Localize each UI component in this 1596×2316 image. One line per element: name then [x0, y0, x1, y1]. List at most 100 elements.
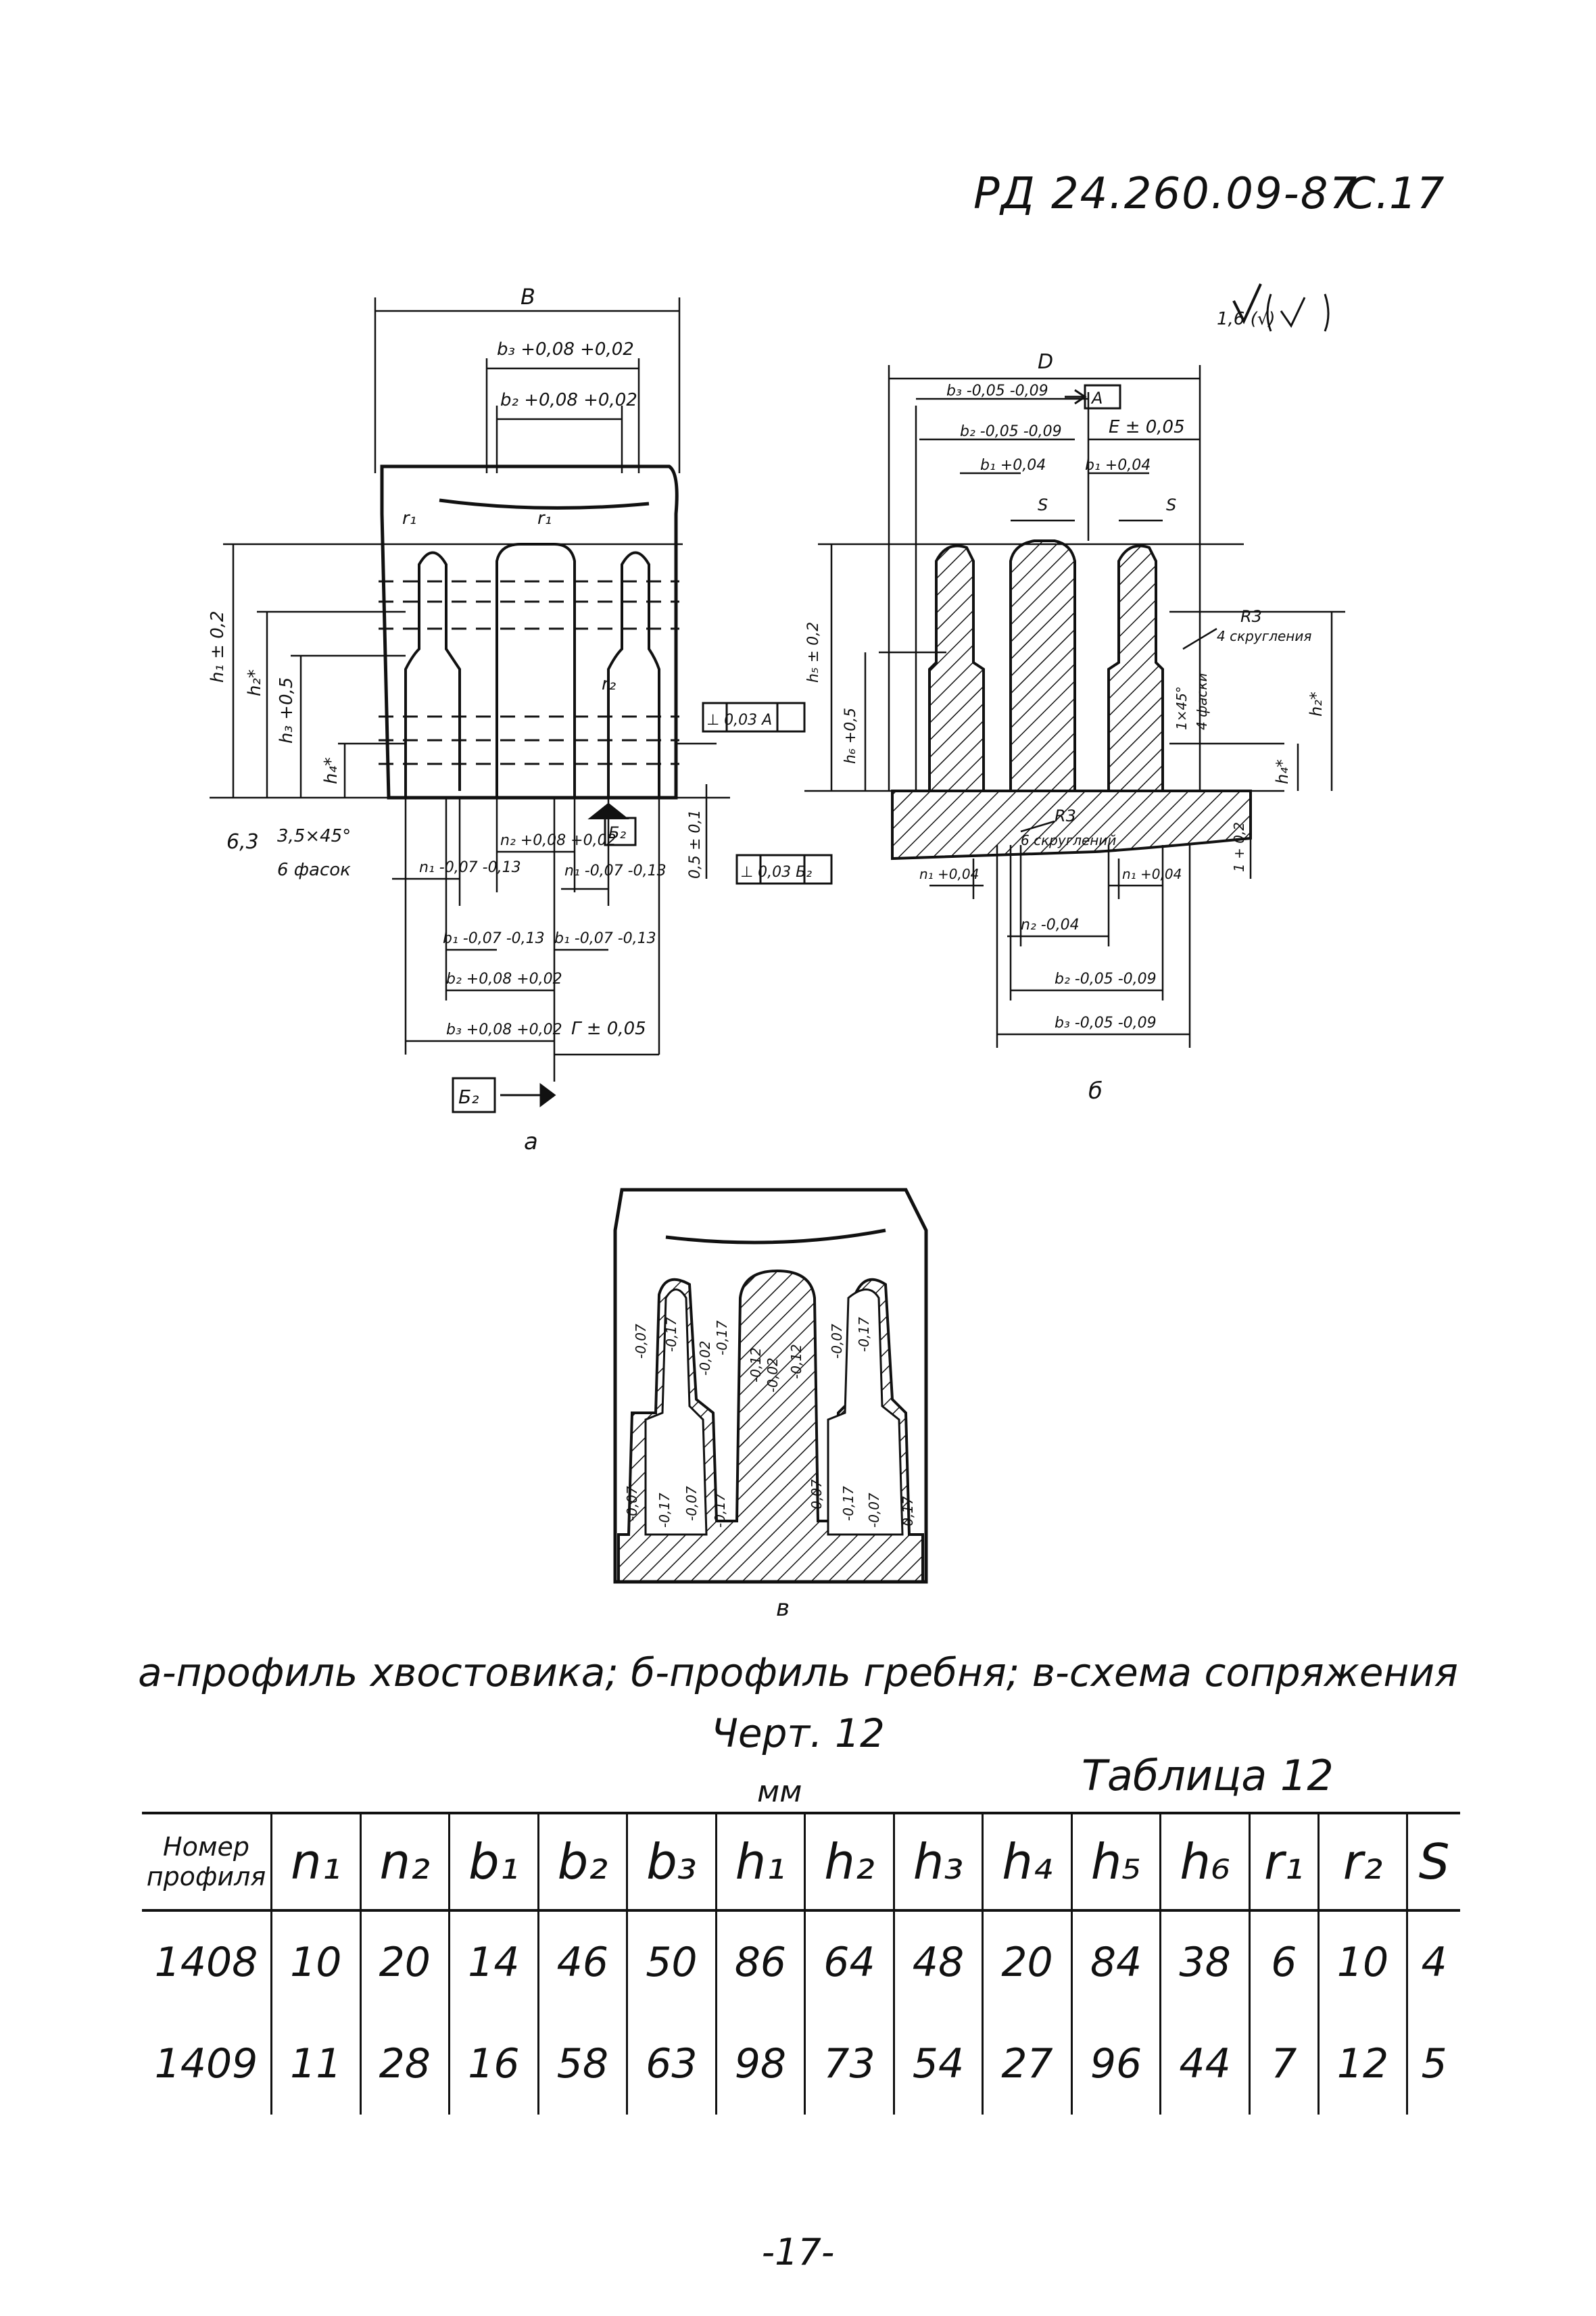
- tolerance-10: -0,07: [624, 1486, 640, 1521]
- dim-h3: h₃ +0,5: [276, 677, 297, 744]
- chamfer-dim: 1×45°: [1174, 686, 1190, 730]
- figure-b-ridge-profile: [804, 283, 1345, 1048]
- tolerance-perp-B2: ⊥ 0,03 Б₂: [740, 864, 812, 881]
- cell-r2: 12: [1317, 2013, 1407, 2115]
- header-h5: h₅: [1070, 1812, 1161, 1912]
- dim-b2-bottom: b₂ +0,08 +0,02: [446, 971, 562, 988]
- figure-a-tail-profile: [210, 297, 833, 1113]
- cell-b3: 50: [626, 1910, 717, 2013]
- dim-b3-top: b₃ +0,08 +0,02: [497, 339, 634, 360]
- technical-drawings: В b₃ +0,08 +0,02 b₂ +0,08 +0,02 r₁ r₁ r₂…: [208, 283, 1345, 1622]
- dim-n2: n₂ +0,08 +0,02: [500, 832, 616, 849]
- dim-h1: h₁ ± 0,2: [208, 610, 228, 683]
- dim-b1-left: b₁ +0,04: [980, 457, 1046, 474]
- datum-A: A: [1090, 389, 1103, 408]
- radius-R3-bottom: R3: [1055, 806, 1076, 825]
- radius-R3-top-note: 4 скругления: [1217, 628, 1311, 644]
- figure-a-labels: В b₃ +0,08 +0,02 b₂ +0,08 +0,02 r₁ r₁ r₂…: [208, 284, 812, 1155]
- cell-h6: 44: [1159, 2013, 1250, 2115]
- cell-n2: 20: [359, 1910, 450, 2013]
- cell-s: 5: [1406, 2013, 1460, 2115]
- cell-n1: 10: [270, 1910, 361, 2013]
- dim-b3-bottom: b₃ -0,05 -0,09: [1055, 1015, 1157, 1032]
- header-h4: h₄: [982, 1812, 1072, 1912]
- cell-h3: 54: [892, 2013, 983, 2115]
- cell-r2: 10: [1317, 1910, 1407, 2013]
- header-h2: h₂: [804, 1812, 894, 1912]
- datum-b2-box: Б₂: [608, 823, 626, 842]
- tolerance-13: -0,17: [712, 1493, 728, 1528]
- header-s: S: [1406, 1812, 1460, 1912]
- cell-h1: 98: [715, 2013, 805, 2115]
- tolerance-5: -0,12: [748, 1347, 764, 1382]
- dim-s-right: S: [1166, 496, 1176, 514]
- chamfer-dim: 3,5×45°: [277, 826, 351, 846]
- page-reference: С.17: [1345, 169, 1445, 219]
- figure-c-label: в: [776, 1595, 790, 1622]
- tolerance-7: -0,12: [788, 1344, 804, 1379]
- cell-h5: 84: [1070, 1910, 1161, 2013]
- cell-b3: 63: [626, 2013, 717, 2115]
- tolerance-12: -0,07: [683, 1486, 700, 1521]
- chamfer-note: 6 фасок: [277, 860, 351, 880]
- datum-b2: Б₂: [458, 1086, 479, 1108]
- cell-b1: 14: [448, 1910, 539, 2013]
- dim-b3-top: b₃ -0,05 -0,09: [946, 383, 1048, 400]
- tolerance-9: -0,17: [856, 1317, 872, 1352]
- dim-b1-right: b₁ -0,07 -0,13: [554, 930, 656, 947]
- table-header-row: Номер профиля n₁ n₂ b₁ b₂ b₃ h₁ h₂ h₃ h₄…: [142, 1812, 1460, 1912]
- dimensions-table: Номер профиля n₁ n₂ b₁ b₂ b₃ h₁ h₂ h₃ h₄…: [142, 1812, 1460, 2115]
- radius-R3-top: R3: [1240, 607, 1262, 626]
- dim-h2: h₂*: [1307, 692, 1326, 717]
- tolerance-15: -0,17: [840, 1486, 856, 1521]
- tolerance-1: -0,07: [633, 1324, 649, 1359]
- dim-n1-right: n₁ -0,07 -0,13: [564, 863, 667, 879]
- tolerance-11: -0,17: [656, 1493, 673, 1528]
- dim-b2-bottom: b₂ -0,05 -0,09: [1055, 971, 1157, 988]
- cell-n2: 28: [359, 2013, 450, 2115]
- tolerance-perp-A: ⊥ 0,03 A: [706, 712, 772, 729]
- header-b2: b₂: [537, 1812, 627, 1912]
- table-row: 1409 11 28 16 58 63 98 73 54 27 96 44 7 …: [142, 2013, 1460, 2115]
- tolerance-14: -0,07: [808, 1479, 825, 1514]
- cell-h4: 20: [982, 1910, 1072, 2013]
- dim-E: E ± 0,05: [1109, 417, 1185, 437]
- table-units: мм: [757, 1775, 802, 1809]
- cell-h3: 48: [892, 1910, 983, 2013]
- dim-n1-left: n₁ -0,07 -0,13: [419, 859, 521, 876]
- tolerance-3: -0,02: [697, 1341, 713, 1376]
- dim-b3-bottom: b₃ +0,08 +0,02: [446, 1021, 562, 1038]
- roughness-1-6: 1,6 (√): [1217, 309, 1275, 329]
- header-r2: r₂: [1317, 1812, 1407, 1912]
- cell-n1: 11: [270, 2013, 361, 2115]
- figure-b-labels: D b₃ -0,05 -0,09 A b₂ -0,05 -0,09 E ± 0,…: [805, 309, 1326, 1105]
- dim-n1-right: n₁ +0,04: [1122, 866, 1182, 882]
- page-number: -17-: [761, 2231, 835, 2273]
- header-profile-number: Номер профиля: [142, 1812, 272, 1912]
- dim-G: Г ± 0,05: [571, 1019, 646, 1039]
- header-h3: h₃: [892, 1812, 983, 1912]
- document-code: РД 24.260.09-87: [973, 169, 1359, 219]
- dim-h2: h₂*: [245, 669, 265, 696]
- dim-side-1: 1 + 0,2: [1231, 822, 1247, 872]
- table-title: Таблица 12: [1082, 1751, 1334, 1800]
- dim-b2-top: b₂ +0,08 +0,02: [500, 390, 637, 410]
- header-b1: b₁: [448, 1812, 539, 1912]
- cell-h4: 27: [982, 2013, 1072, 2115]
- header-n1: n₁: [270, 1812, 361, 1912]
- cell-profile: 1409: [154, 2040, 258, 2088]
- figure-c-mating-scheme: [613, 1188, 928, 1584]
- header-h1: h₁: [715, 1812, 805, 1912]
- dim-h6: h₆ +0,5: [842, 708, 859, 764]
- dim-n2: n₂ -0,04: [1021, 917, 1080, 934]
- cell-h6: 38: [1159, 1910, 1250, 2013]
- cell-h1: 86: [715, 1910, 805, 2013]
- dim-h5: h₅ ± 0,2: [805, 622, 822, 683]
- dim-n1-left: n₁ +0,04: [919, 866, 979, 882]
- dim-h4: h₄*: [321, 757, 341, 784]
- dim-side-05: 0,5 ± 0,1: [687, 810, 704, 879]
- tolerance-16: -0,07: [866, 1493, 882, 1528]
- dim-r1-left: r₁: [402, 508, 416, 529]
- figure-b-label: б: [1088, 1078, 1103, 1105]
- figure-a-label: а: [524, 1128, 538, 1155]
